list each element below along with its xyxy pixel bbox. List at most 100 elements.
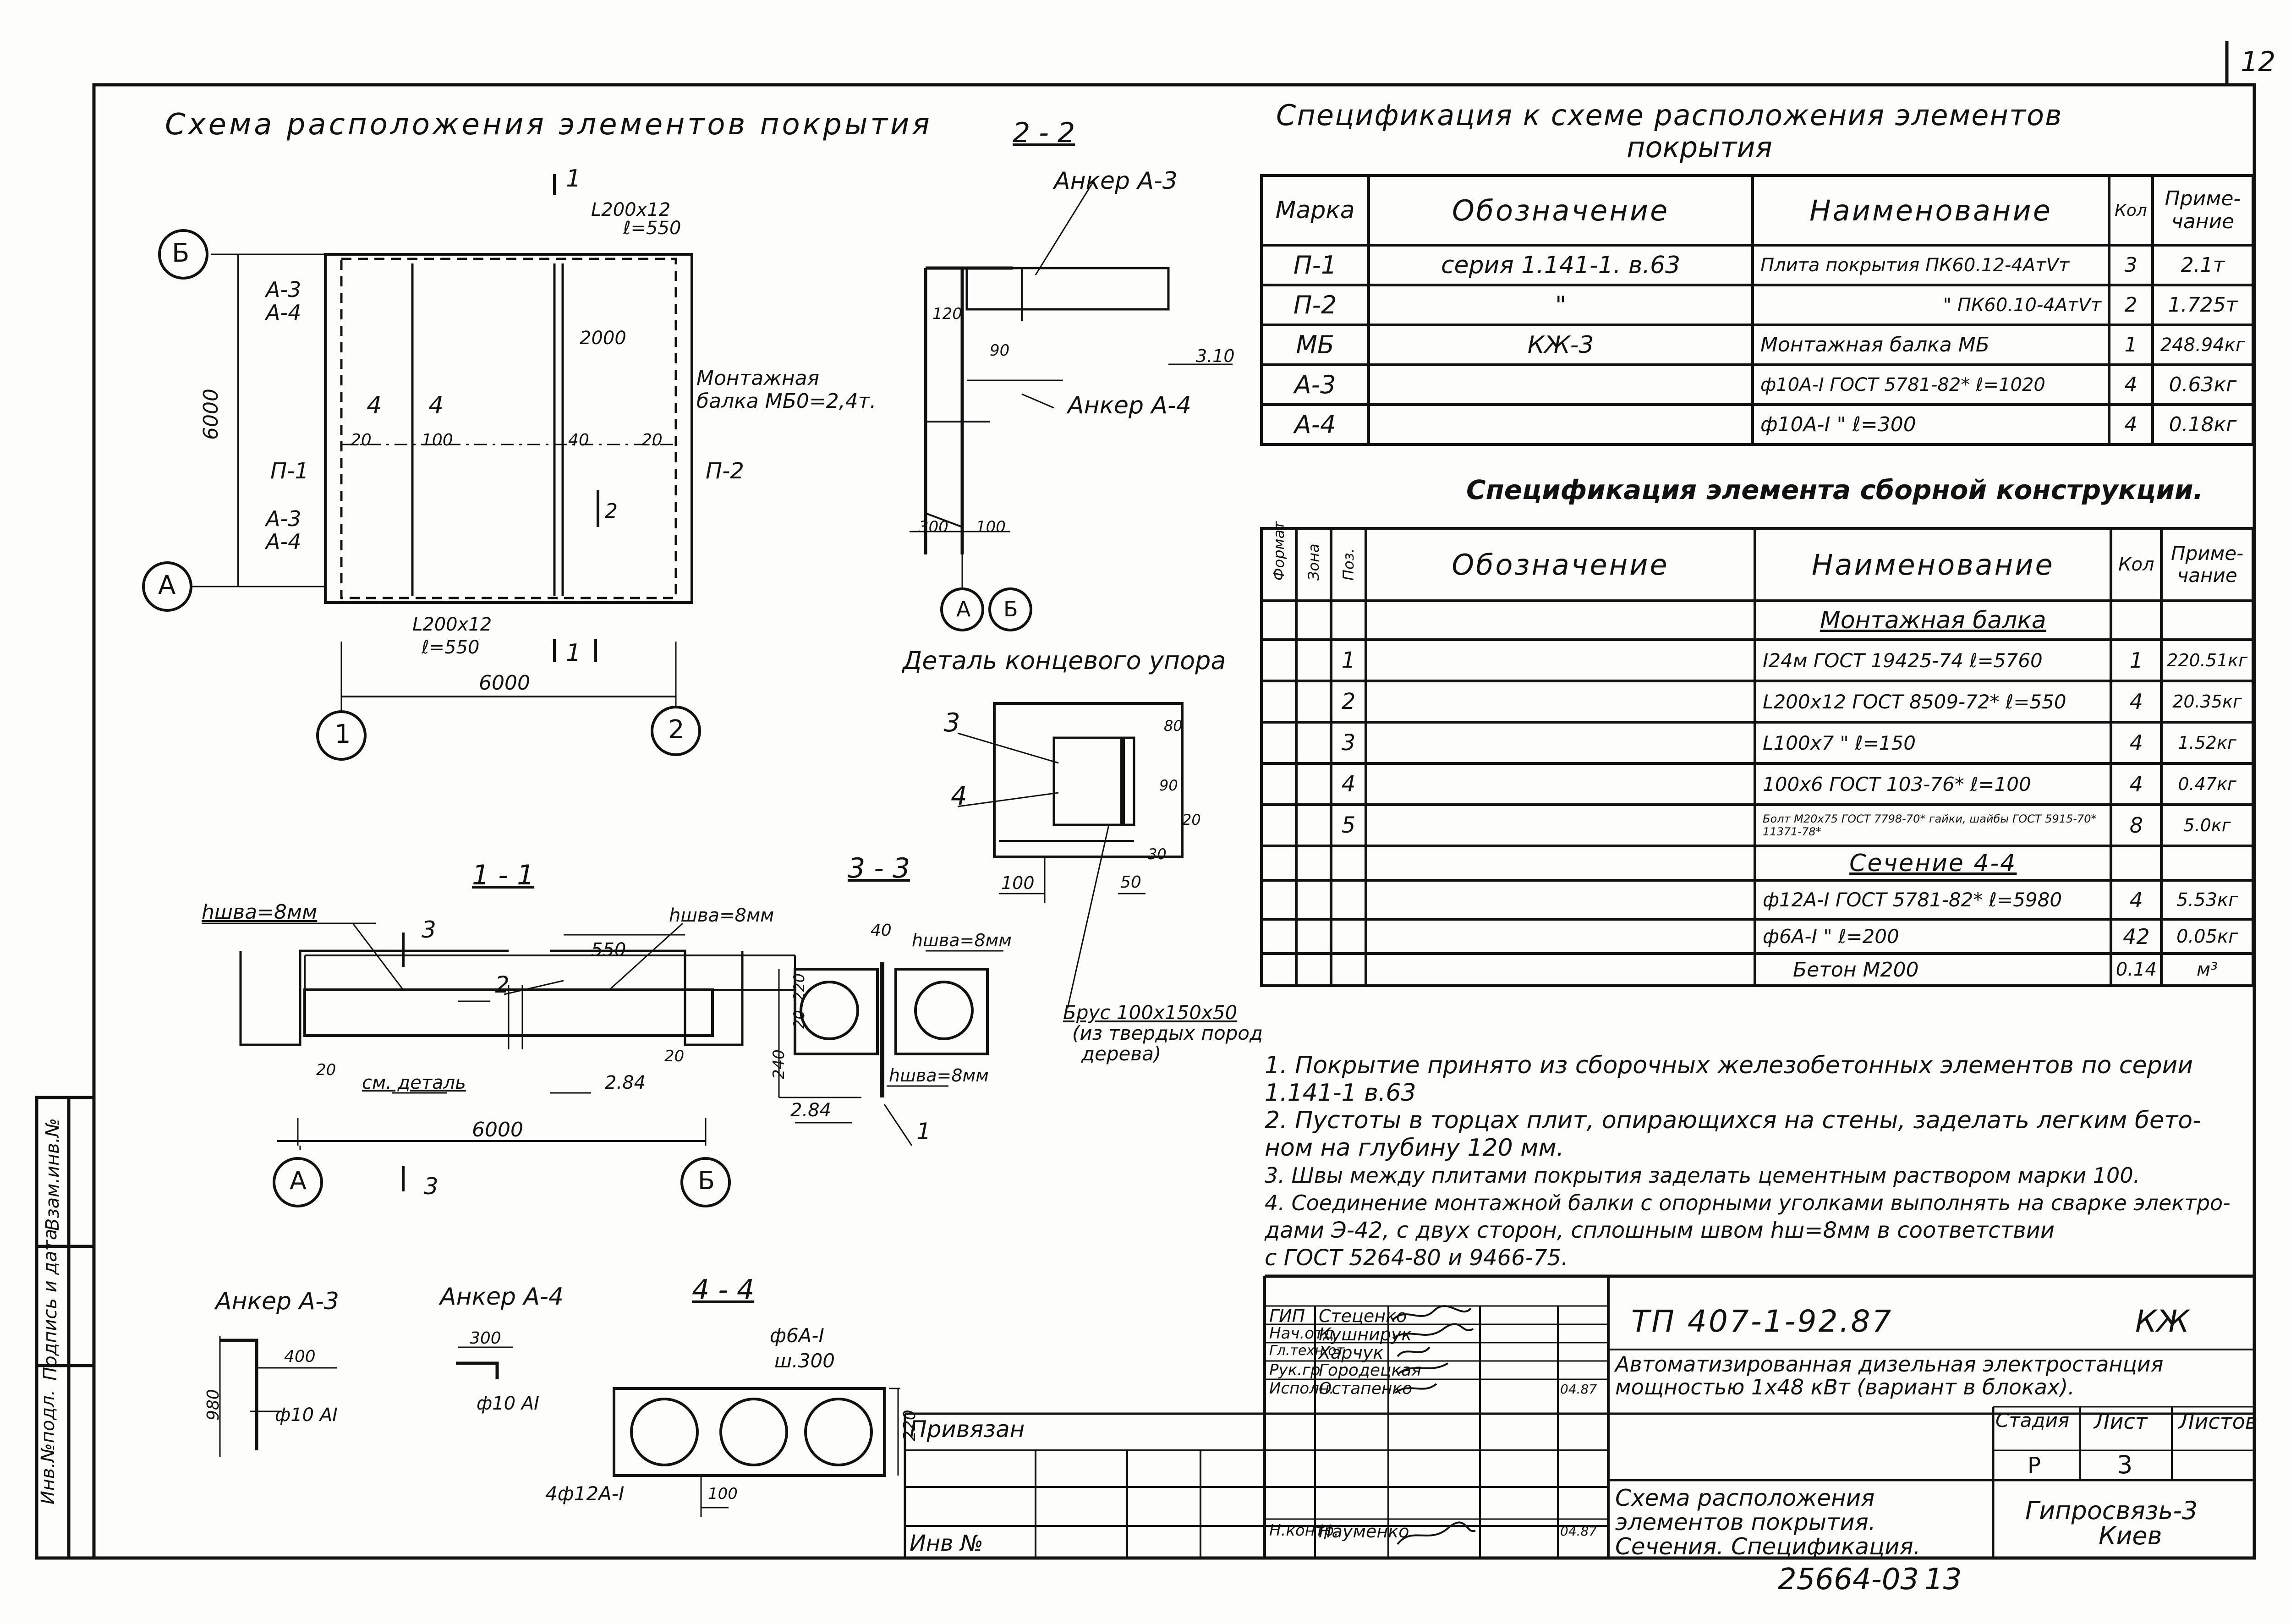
title-doc-code: ТП 407-1-92.87 (1631, 1304, 1893, 1339)
section-3-3-dim-40: 40 (871, 921, 892, 940)
section-4-4-bar-top: ф6А-I (770, 1324, 824, 1347)
note-line: 1. Покрытие принято из сборочных железоб… (1265, 1052, 2193, 1079)
end-stop-dim-100: 100 (1001, 873, 1035, 893)
plan-slab-p1: П-1 (270, 458, 309, 484)
spec2-empty-cell (1260, 918, 1298, 955)
table-row: МБ КЖ-3 Монтажная балка МБ 1 248.94кг (1260, 324, 2255, 366)
spec2-empty-cell (1330, 845, 1367, 882)
spec2-cell: 20.35кг (2160, 680, 2254, 724)
section-4-4-title: 4 - 4 (692, 1274, 755, 1306)
section-1-1-elevation-284: 2.84 (605, 1072, 646, 1093)
spec2-cell: ф6А-I " ℓ=200 (1754, 918, 2113, 955)
table-row: 2 L200x12 ГОСТ 8509-72* ℓ=550 4 20.35кг (1260, 680, 2254, 724)
plan-dim-100: 100 (422, 431, 453, 450)
spec1-cell: Плита покрытия ПК60.12-4АтVт (1751, 244, 2111, 286)
spec1-header-designation: Обозначение (1367, 174, 1754, 247)
plan-dim-2000: 2000 (580, 328, 626, 349)
end-stop-pos-4: 4 (951, 781, 967, 811)
title-org-line2: Киев (2099, 1521, 2162, 1550)
spec2-empty-cell (1260, 721, 1298, 765)
plan-dim-6000-horizontal: 6000 (479, 671, 530, 695)
spec1-cell (1367, 363, 1754, 406)
spec2-header-qty: Кол (2110, 527, 2163, 602)
spec1-cell: " ПК60.10-4АтVт (1751, 284, 2111, 326)
spec2-empty-cell (1260, 879, 1298, 921)
spec2-empty-cell (1295, 721, 1332, 765)
spec2-empty-cell (1260, 952, 1298, 987)
spec2-empty-cell (1364, 952, 1757, 987)
spec2-cell: I24м ГОСТ 19425-74 ℓ=5760 (1754, 638, 2113, 682)
role-gip: ГИП (1269, 1306, 1305, 1326)
spec1-title-line2: покрытия (1627, 131, 1772, 164)
title-sheet-no: 3 (2117, 1450, 2133, 1479)
spec2-empty-cell (1295, 879, 1332, 921)
spec1-header-note: Приме- чание (2151, 174, 2255, 247)
spec1-cell: ф10А-I ГОСТ 5781-82* ℓ=1020 (1751, 363, 2111, 406)
spec1-cell: МБ (1260, 324, 1370, 366)
spec2-empty-cell (2160, 599, 2254, 641)
spec2-cell: 1.52кг (2160, 721, 2254, 765)
anchor-a3-title: Анкер А-3 (215, 1288, 339, 1315)
spec2-cell: 8 (2110, 803, 2163, 847)
spec1-cell: 4 (2108, 403, 2154, 446)
spec1-cell: ф10А-I " ℓ=300 (1751, 403, 2111, 446)
spec1-cell: 1 (2108, 324, 2154, 366)
plan-section-4-left: 4 (367, 392, 382, 419)
plan-dim-40: 40 (568, 431, 589, 450)
spec2-cell: 1 (1330, 638, 1367, 682)
spec2-empty-cell (1364, 638, 1757, 682)
note-line: 2. Пустоты в торцах плит, опирающихся на… (1265, 1107, 2201, 1134)
section-3-3-pos-1: 1 (916, 1118, 931, 1145)
spec2-cell: Бетон М200 (1754, 952, 2113, 987)
plan-angle-bottom: L200x12 (412, 614, 492, 635)
section-1-1-axis-b: Б (698, 1166, 715, 1195)
table-row: 1 I24м ГОСТ 19425-74 ℓ=5760 1 220.51кг (1260, 638, 2254, 682)
plan-angle-top: L200x12 (591, 199, 671, 220)
axis-label-b: Б (172, 238, 190, 268)
plan-section-2-mark: 2 (605, 499, 618, 523)
spec2-cell: 4 (2110, 879, 2163, 921)
title-org-line1: Гипросвязь-3 (2025, 1496, 2198, 1525)
section-2-2-anchor-a3: Анкер А-3 (1054, 167, 1178, 195)
spec1-cell: А-3 (1260, 363, 1370, 406)
spec2-cell: 1 (2110, 638, 2163, 682)
spec1-cell: П-1 (1260, 244, 1370, 286)
spec2-empty-cell (1364, 721, 1757, 765)
spec2-empty-cell (1295, 918, 1332, 955)
spec2-header-zone: Зона (1295, 527, 1332, 602)
table-row: 4 100x6 ГОСТ 103-76* ℓ=100 4 0.47кг (1260, 762, 2254, 806)
plan-anchor-a4-bottom: А-4 (266, 529, 301, 554)
section-2-2-title: 2 - 2 (1013, 117, 1075, 149)
title-inv-label: Инв № (910, 1531, 983, 1556)
spec2-empty-cell (2110, 599, 2163, 641)
spec2-empty-cell (1260, 845, 1298, 882)
section-4-4-bar-step: ш.300 (774, 1350, 835, 1372)
spec2-empty-cell (1330, 879, 1367, 921)
section-2-2-dim-120: 120 (932, 305, 962, 323)
spec2-cell: Болт М20x75 ГОСТ 7798-70* гайки, шайбы Г… (1754, 803, 2113, 847)
spec2-empty-cell (1260, 638, 1298, 682)
spec2-cell: 4 (2110, 721, 2163, 765)
spec1-cell: А-4 (1260, 403, 1370, 446)
table-row: А-4 ф10А-I " ℓ=300 4 0.18кг (1260, 403, 2255, 446)
section-1-1-dim-20-left: 20 (316, 1061, 336, 1079)
spec1-cell: 4 (2108, 363, 2154, 406)
section-1-1-weld-right: hшва=8мм (669, 905, 774, 926)
spec2-cell: ф12А-I ГОСТ 5781-82* ℓ=5980 (1754, 879, 2113, 921)
spec2-header-name: Наименование (1754, 527, 2113, 602)
end-stop-dim-20: 20 (1182, 811, 1201, 828)
section-1-1-title: 1 - 1 (472, 859, 535, 891)
title-project-line1: Автоматизированная дизельная электростан… (1615, 1352, 2164, 1377)
end-stop-dim-50: 50 (1120, 873, 1141, 892)
spec2-section-beam: Монтажная балка (1754, 599, 2113, 641)
note-line: 1.141-1 в.63 (1265, 1079, 1416, 1107)
spec2-header-format: Формат (1260, 521, 1298, 602)
spec2-empty-cell (1295, 952, 1332, 987)
table-row: 3 L100x7 " ℓ=150 4 1.52кг (1260, 721, 2254, 765)
section-1-1-weld-left: hшва=8мм (202, 900, 318, 924)
spec1-cell: серия 1.141-1. в.63 (1367, 244, 1754, 286)
plan-section-1-bottom: 1 (566, 639, 581, 667)
end-stop-bar-note-line1: Брус 100x150x50 (1063, 1001, 1238, 1024)
copy-number: 13 (1924, 1563, 1962, 1597)
spec1-header-mark: Марка (1260, 174, 1370, 247)
